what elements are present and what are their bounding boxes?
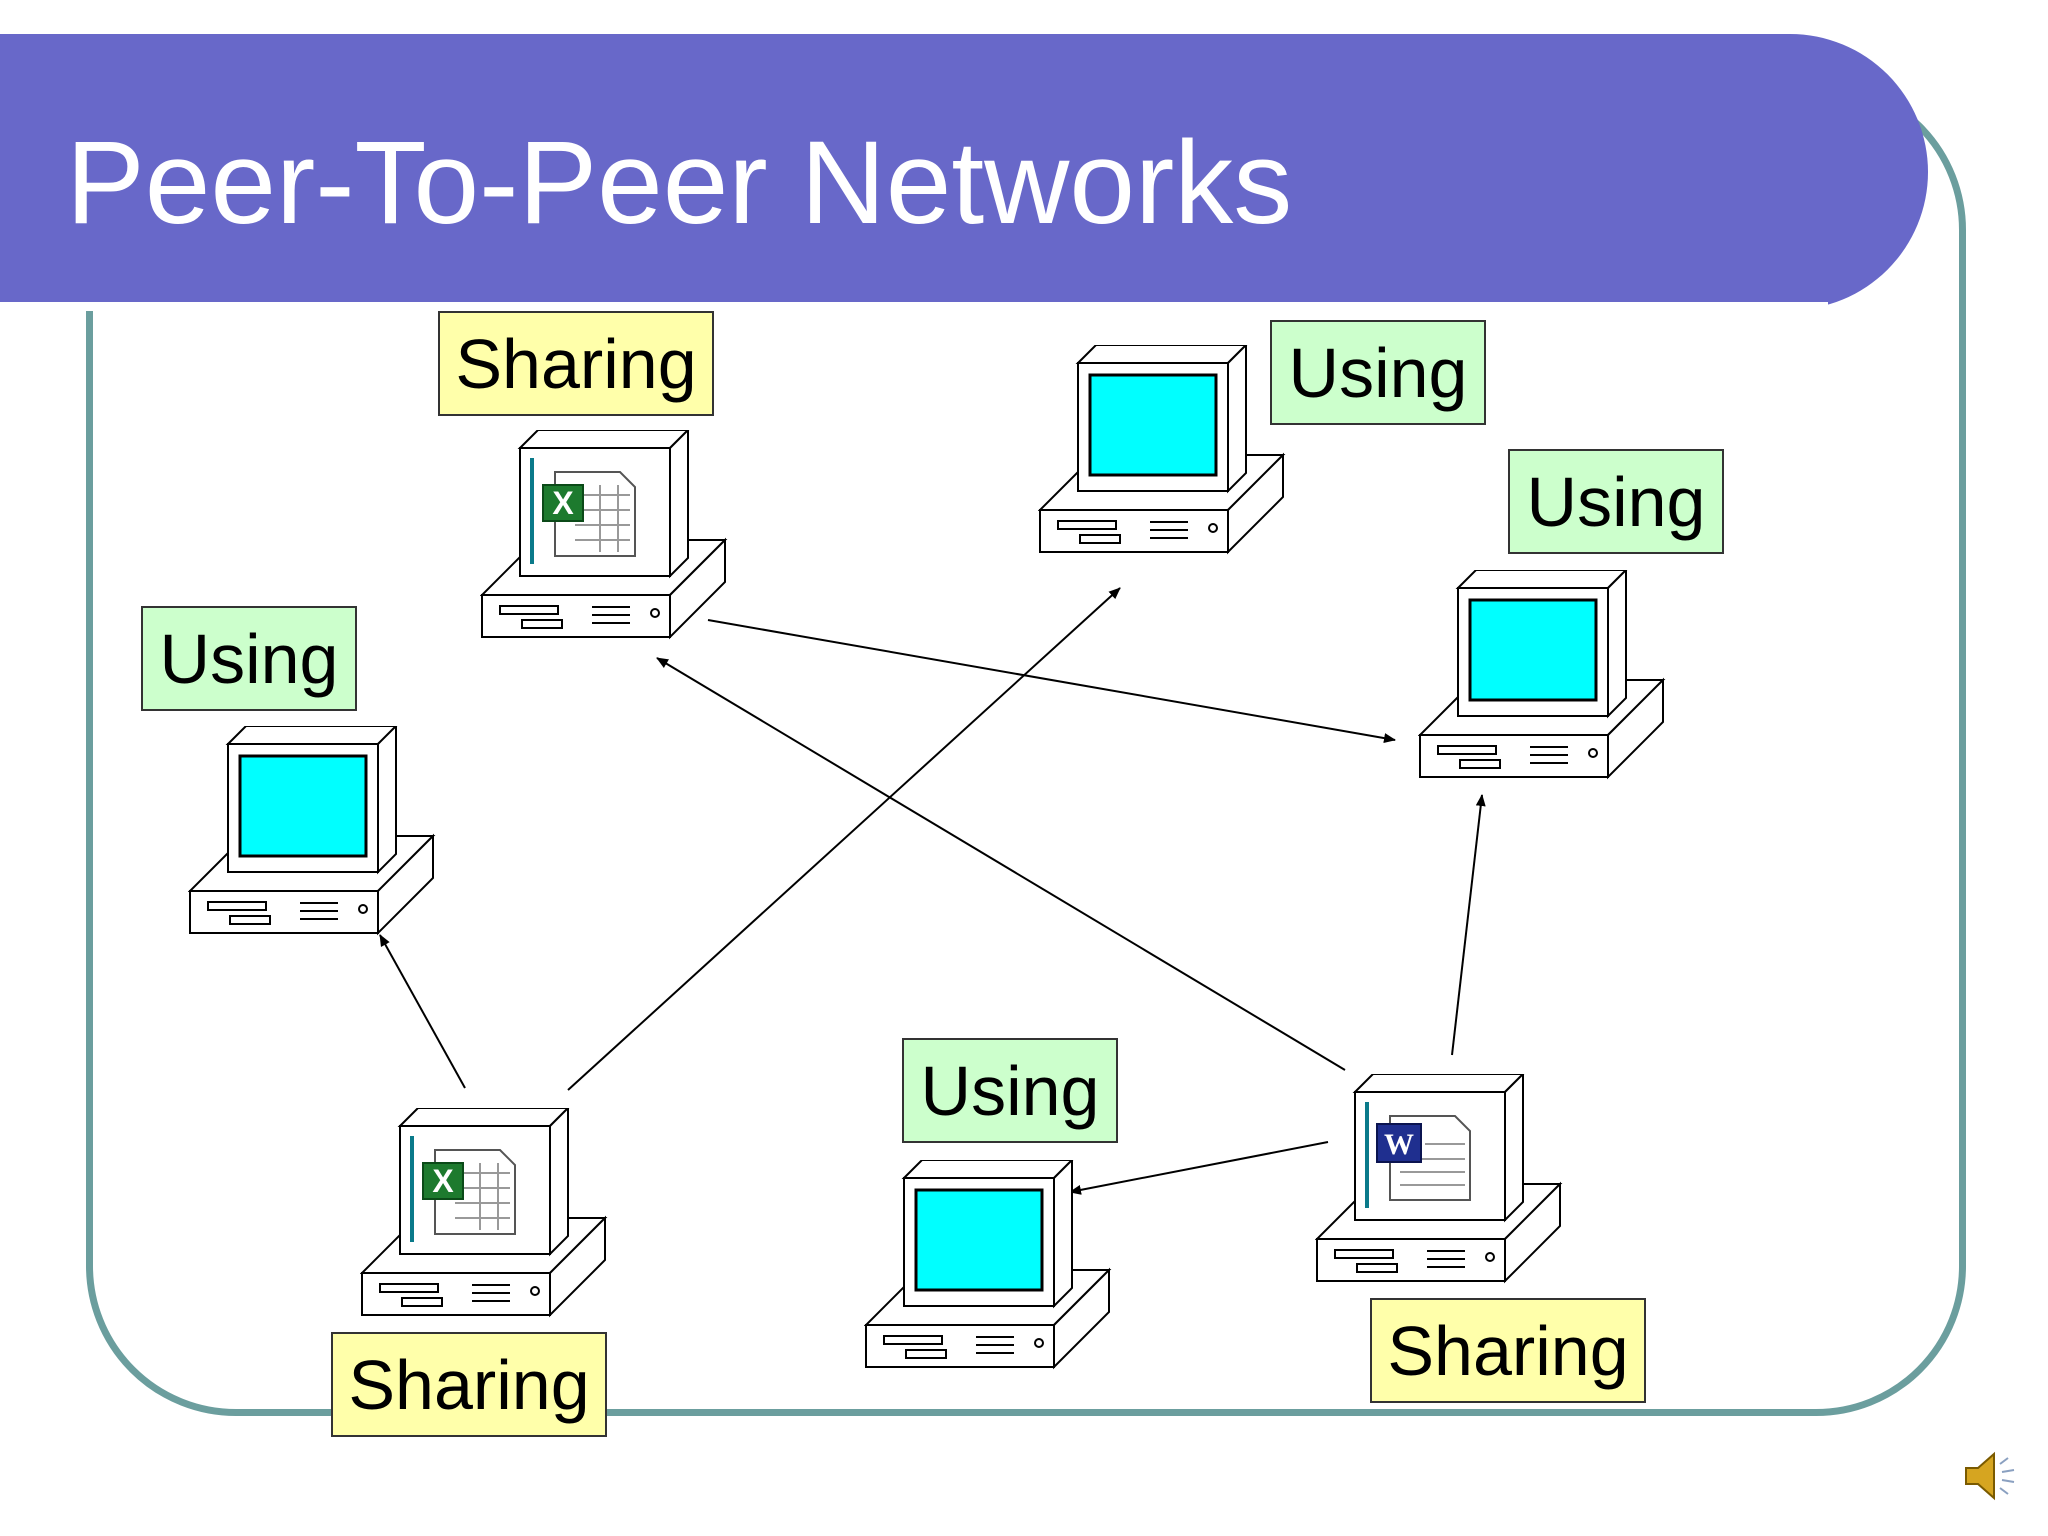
computer-sharing-bottom-left: X [360,1108,608,1318]
label-sharing-top: Sharing [438,311,714,416]
computer-using-left [188,726,436,936]
title-banner: Peer-To-Peer Networks [0,34,1928,311]
computer-sharing-bottom-right: W [1315,1074,1563,1284]
slide-title: Peer-To-Peer Networks [66,117,1293,249]
arrow-topsharing-to-rightusing [707,619,1396,744]
computer-using-right [1418,570,1666,780]
label-sharing-bottom-left: Sharing [331,1332,607,1437]
banner-rule [0,302,1828,311]
arrow-bottomleft-to-topusing [567,587,1121,1091]
arrow-bottomright-to-bottomusing [1069,1141,1329,1195]
label-using-right: Using [1508,449,1724,554]
svg-text:W: W [1384,1128,1414,1161]
computer-using-bottom [864,1160,1112,1370]
arrow-bottomright-to-topsharing [656,657,1346,1071]
excel-document-icon: X [542,471,636,557]
label-using-bottom: Using [902,1038,1118,1143]
computer-using-top [1038,345,1286,555]
arrow-bottomright-to-rightusing [1451,794,1486,1056]
word-document-icon: W [1376,1115,1471,1201]
computer-sharing-top: X [480,430,728,640]
excel-document-icon: X [422,1149,516,1235]
label-using-top: Using [1270,320,1486,425]
label-sharing-bottom-right: Sharing [1370,1298,1646,1403]
speaker-icon[interactable] [1960,1446,2020,1506]
svg-text:X: X [432,1163,454,1199]
label-using-left: Using [141,606,357,711]
svg-text:X: X [552,485,574,521]
arrow-bottomleft-to-leftusing [379,934,466,1089]
